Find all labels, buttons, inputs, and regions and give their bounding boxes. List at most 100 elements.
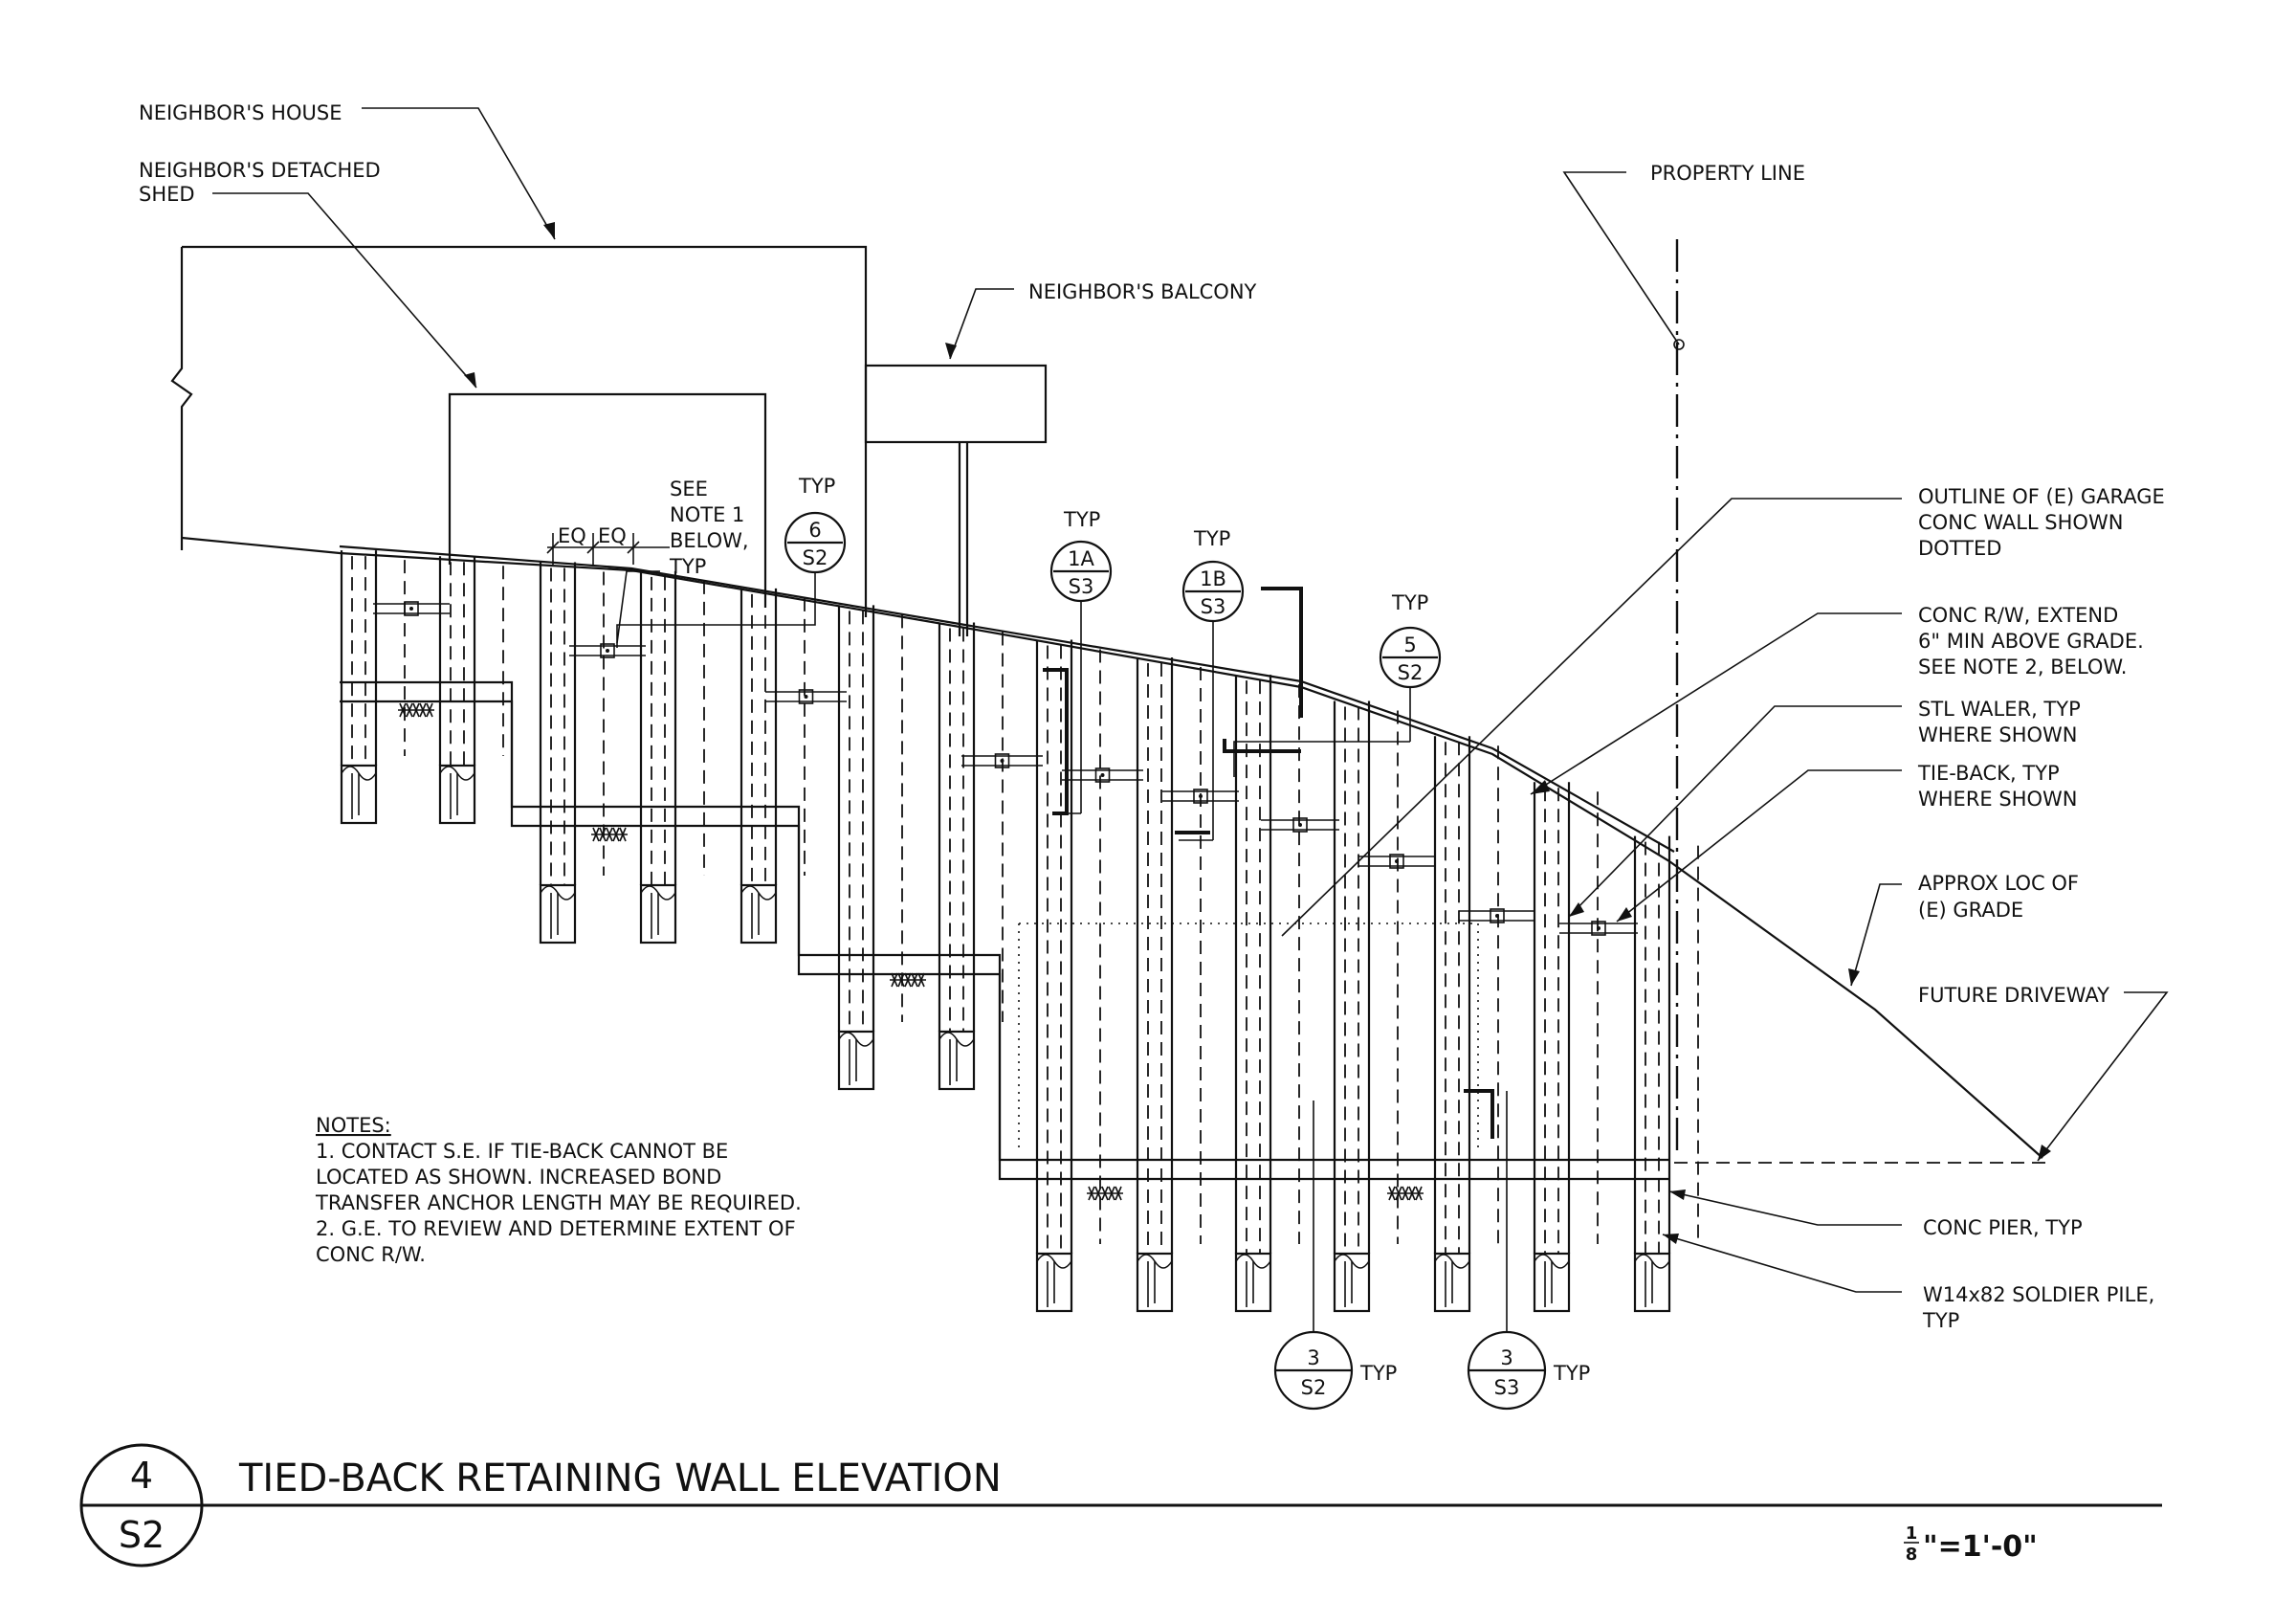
callout-bubble-5-s2: TYP 5 S2: [1379, 591, 1442, 689]
drawing-scale: 1 8 "=1'-0": [1904, 1523, 2038, 1565]
conc-pier-label: CONC PIER, TYP: [1923, 1216, 2083, 1239]
conc-rw-label-1: CONC R/W, EXTEND: [1918, 604, 2118, 627]
concrete-hatch: [1087, 1186, 1123, 1201]
soldier-pile: [340, 550, 406, 825]
see-note-label-4: TYP: [669, 555, 706, 578]
steel-waler: [1261, 817, 1339, 833]
soldier-pile: [938, 622, 1004, 1091]
soldier-piles: [340, 550, 1699, 1313]
driveway-label: FUTURE DRIVEWAY: [1918, 984, 2109, 1007]
steel-waler: [765, 689, 847, 704]
callout-bubble-1b-s3: TYP 1B S3: [1181, 527, 1245, 623]
soldier-pile-label-2: TYP: [1922, 1309, 1959, 1332]
steel-waler: [1162, 789, 1239, 804]
concrete-hatch: [890, 972, 926, 988]
callout-top: 3: [1307, 1346, 1319, 1369]
soldier-pile: [1433, 736, 1499, 1313]
soldier-pile: [539, 562, 605, 945]
detached-shed-outline: [448, 392, 767, 608]
callout-typ: TYP: [798, 475, 835, 498]
tieback-label-2: WHERE SHOWN: [1918, 788, 2077, 811]
soldier-pile: [1333, 700, 1399, 1313]
balcony-outline: [864, 364, 1048, 636]
existing-garage-wall: [1018, 923, 1479, 1148]
callout-bubble-6-s2: TYP 6 S2: [784, 475, 847, 574]
concrete-hatch: [1387, 1186, 1424, 1201]
concrete-hatch: [398, 702, 434, 718]
soldier-pile: [1533, 782, 1599, 1313]
tieback-label-1: TIE-BACK, TYP: [1917, 762, 2060, 785]
callout-leaders: [1057, 601, 1508, 1332]
concrete-footing-steps: [340, 680, 1669, 1181]
tie-back-anchor: [1292, 817, 1308, 833]
callout-top: 1B: [1200, 567, 1226, 590]
existing-grade-line: [181, 536, 2043, 1159]
tie-back-anchor: [1193, 789, 1208, 804]
scale-denominator: 8: [1906, 1545, 1918, 1565]
steel-waler: [1459, 908, 1535, 923]
steel-waler: [1559, 921, 1638, 936]
section-cut-marks: [1043, 587, 1494, 1139]
notes-heading: NOTES:: [316, 1114, 391, 1137]
detail-number: 4: [130, 1455, 153, 1497]
grade-label-1: APPROX LOC OF: [1918, 872, 2079, 895]
drawing-title-block: 4 S2 TIED-BACK RETAINING WALL ELEVATION …: [79, 1443, 2162, 1567]
steel-waler: [961, 753, 1043, 768]
wall-top-line: [339, 545, 1675, 853]
notes-line-5: CONC R/W.: [316, 1243, 426, 1266]
soldier-pile: [438, 556, 504, 825]
eq-label-1: EQ: [558, 524, 586, 547]
steel-waler: [569, 643, 646, 658]
soldier-pile: [1234, 675, 1300, 1313]
leader-lines: [212, 107, 2169, 1293]
soldier-pile-label-1: W14x82 SOLDIER PILE,: [1923, 1283, 2154, 1306]
concrete-hatch: [591, 827, 628, 842]
callout-bottom: S3: [1201, 595, 1226, 618]
detached-shed-label-1: NEIGHBOR'S DETACHED: [139, 159, 381, 182]
callout-top: 6: [808, 519, 821, 542]
steel-walers: [373, 601, 1638, 936]
notes-block: NOTES: 1. CONTACT S.E. IF TIE-BACK CANNO…: [315, 1114, 802, 1266]
waler-label-1: STL WALER, TYP: [1918, 698, 2081, 721]
callout-bubble-1a-s3: TYP 1A S3: [1049, 508, 1113, 603]
steel-waler: [1358, 854, 1435, 869]
detached-shed-label-2: SHED: [139, 183, 195, 206]
garage-label-3: DOTTED: [1918, 537, 2001, 560]
notes-line-3: TRANSFER ANCHOR LENGTH MAY BE REQUIRED.: [315, 1191, 802, 1214]
tie-back-anchor: [404, 601, 419, 616]
callout-bottom: S2: [1301, 1376, 1327, 1399]
soldier-pile: [639, 570, 705, 945]
soldier-pile: [1035, 639, 1101, 1313]
neighbors-house-label: NEIGHBOR'S HOUSE: [139, 101, 342, 124]
waler-label-2: WHERE SHOWN: [1918, 723, 2077, 746]
conc-rw-label-3: SEE NOTE 2, BELOW.: [1918, 656, 2127, 678]
callout-bottom: S2: [1398, 661, 1424, 684]
tie-back-anchor: [1591, 921, 1606, 936]
tie-back-anchor: [1094, 767, 1111, 783]
neighbors-house-outline: [170, 245, 868, 617]
callout-top: 1A: [1068, 547, 1094, 570]
steel-waler: [1062, 767, 1143, 783]
eq-dimension: [546, 533, 670, 565]
detail-sheet: S2: [119, 1514, 165, 1556]
soldier-pile: [1136, 657, 1202, 1313]
notes-line-2: LOCATED AS SHOWN. INCREASED BOND: [316, 1166, 721, 1189]
balcony-label: NEIGHBOR'S BALCONY: [1028, 280, 1257, 303]
tie-back-anchor: [1490, 908, 1505, 923]
callout-typ: TYP: [1063, 508, 1100, 531]
callout-typ: TYP: [1553, 1362, 1590, 1385]
scale-numerator: 1: [1906, 1523, 1918, 1544]
see-note-label-2: NOTE 1: [670, 503, 744, 526]
callout-typ: TYP: [1193, 527, 1230, 550]
soldier-pile: [837, 605, 903, 1091]
garage-label-2: CONC WALL SHOWN: [1918, 511, 2123, 534]
eq-label-2: EQ: [598, 524, 627, 547]
callout-top: 5: [1403, 634, 1416, 656]
callout-bottom: S2: [803, 546, 828, 569]
steel-waler: [373, 601, 450, 616]
conc-rw-label-2: 6" MIN ABOVE GRADE.: [1918, 630, 2144, 653]
notes-line-1: 1. CONTACT S.E. IF TIE-BACK CANNOT BE: [316, 1140, 728, 1163]
tie-back-anchor: [798, 689, 814, 704]
callout-typ: TYP: [1391, 591, 1428, 614]
